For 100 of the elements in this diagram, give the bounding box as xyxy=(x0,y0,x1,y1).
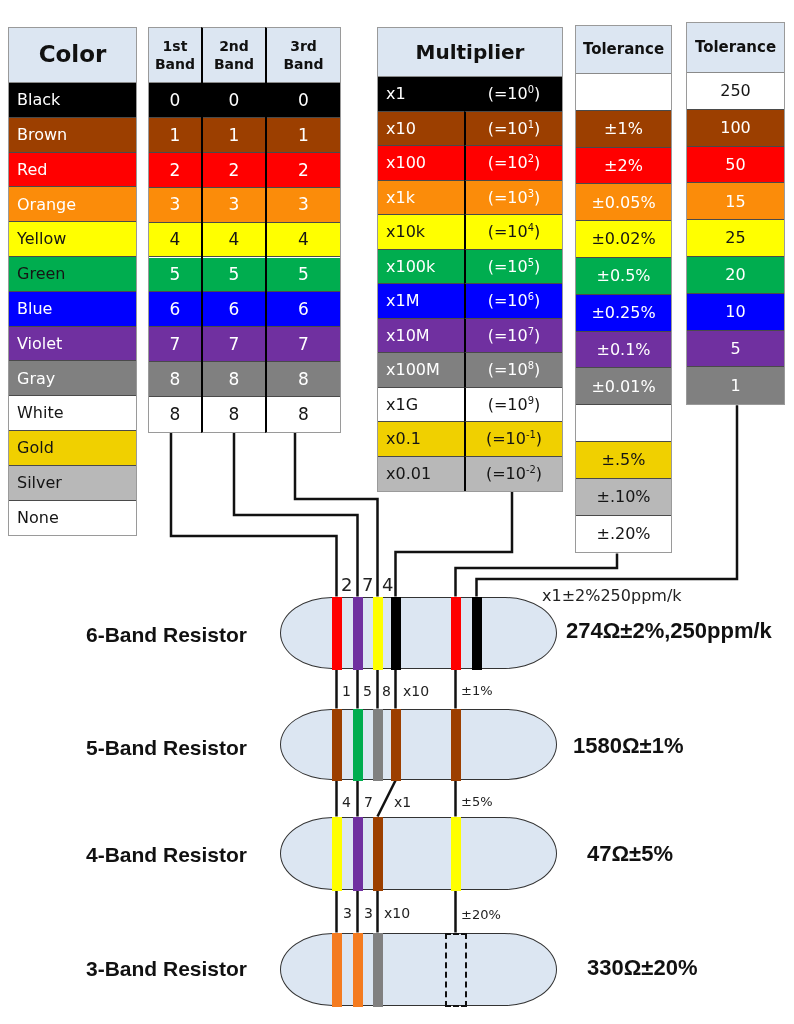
power-of-ten: (=10$^{3}$) xyxy=(487,187,541,207)
power-of-ten: (=10$^{7}$) xyxy=(487,325,541,345)
band-value-label: 3 xyxy=(363,905,374,921)
tolerance-value: 1 xyxy=(730,376,741,396)
empty-band-slot xyxy=(444,932,467,1007)
connector-line xyxy=(335,890,338,933)
column-header: Tolerance xyxy=(582,39,665,60)
digit-value: 5 xyxy=(169,264,181,285)
band-value-label: 3 xyxy=(342,905,353,921)
tolerance-value: ±.10% xyxy=(596,487,651,507)
column-header: Multiplier xyxy=(415,39,525,65)
tolerance-value: ±0.05% xyxy=(591,192,656,212)
multiplier-value: x10M xyxy=(386,325,430,345)
digit-value: 1 xyxy=(169,124,181,146)
tolerance-value: 250 xyxy=(720,81,751,101)
color-band xyxy=(372,708,383,781)
power-of-ten: (=10$^{4}$) xyxy=(487,222,541,242)
color-band xyxy=(352,596,363,670)
digit-value: 7 xyxy=(298,334,309,355)
color-band xyxy=(390,596,401,670)
resistor-name: 6-Band Resistor xyxy=(86,623,248,645)
multiplier-value: x1k xyxy=(386,187,415,207)
digit-value: 3 xyxy=(228,194,240,215)
digit-value: 8 xyxy=(228,404,240,425)
digit-value: 8 xyxy=(169,368,181,390)
connector-line xyxy=(454,890,457,933)
tolerance-value: 15 xyxy=(725,191,746,211)
digit-value: 2 xyxy=(298,159,309,180)
color-name: Red xyxy=(17,159,48,180)
color-band xyxy=(390,708,401,781)
color-name: Black xyxy=(17,90,61,110)
band-value-label: x10 xyxy=(383,905,412,921)
tolerance-value: 50 xyxy=(725,154,746,175)
color-band xyxy=(352,932,363,1007)
connector-line xyxy=(454,780,457,817)
digit-value: 3 xyxy=(298,194,309,215)
multiplier-value: x1 xyxy=(386,84,406,104)
band-value-label: 1 xyxy=(341,683,352,699)
digit-value: 7 xyxy=(169,334,181,355)
connector-line xyxy=(454,553,619,597)
tolerance-value: ±.20% xyxy=(596,524,651,544)
connector-line xyxy=(169,433,338,597)
band-value-label: x10 xyxy=(402,683,431,699)
connector-line xyxy=(454,669,457,709)
multiplier-value: x100M xyxy=(386,360,440,380)
connector-line xyxy=(356,780,359,817)
resistor-name: 4-Band Resistor xyxy=(86,843,248,865)
color-band xyxy=(352,816,363,891)
color-band xyxy=(331,708,342,781)
color-name: Orange xyxy=(17,194,77,214)
column-header: Color xyxy=(38,40,107,70)
digit-value: 8 xyxy=(298,368,309,390)
band-digit-column xyxy=(148,27,201,433)
multiplier-value: x1M xyxy=(386,291,420,311)
color-band xyxy=(331,596,342,670)
resistance-value: 330Ω±20% xyxy=(587,957,698,979)
band-value-label: 5 xyxy=(362,683,373,699)
digit-value: 6 xyxy=(228,299,240,320)
power-of-ten: (=10$^{2}$) xyxy=(487,153,541,173)
multiplier-value: x0.1 xyxy=(386,429,421,449)
digit-value: 1 xyxy=(228,124,240,146)
connector-line xyxy=(475,405,739,597)
digit-value: 8 xyxy=(228,368,240,390)
digit-value: 4 xyxy=(169,229,181,250)
tolerance-value: 20 xyxy=(725,265,746,285)
band-value-label: 7 xyxy=(363,794,374,810)
tolerance-column xyxy=(575,25,672,554)
color-band xyxy=(372,816,383,891)
multiplier-value: x10 xyxy=(386,118,416,138)
tolerance-value: ±0.1% xyxy=(596,339,651,360)
digit-value: 4 xyxy=(228,229,240,250)
multiplier-value: x10k xyxy=(386,222,426,242)
color-band xyxy=(450,708,461,781)
digit-value: 5 xyxy=(228,264,240,285)
digit-value: 7 xyxy=(228,334,240,355)
color-band xyxy=(471,596,482,670)
color-name: Gray xyxy=(17,368,56,388)
digit-value: 1 xyxy=(298,124,309,146)
tolerance-value: ±0.5% xyxy=(596,266,651,286)
resistor-name: 5-Band Resistor xyxy=(86,736,248,758)
resistance-value: 1580Ω±1% xyxy=(573,735,684,757)
power-of-ten: (=10$^{0}$) xyxy=(487,84,541,104)
column-header: Tolerance xyxy=(694,37,777,58)
resistance-value: 274Ω±2%,250ppm/k xyxy=(566,620,772,642)
digit-value: 5 xyxy=(298,264,309,285)
power-of-ten: (=10$^{-2}$) xyxy=(485,464,543,484)
column-header: 2nd Band xyxy=(212,36,256,74)
digit-value: 2 xyxy=(228,159,240,180)
tolerance-value: 5 xyxy=(730,338,741,359)
column-header: 3rd Band xyxy=(282,36,325,74)
digit-value: 8 xyxy=(169,404,181,425)
tolerance-value: 10 xyxy=(725,302,746,322)
power-of-ten: (=10$^{9}$) xyxy=(487,394,541,414)
band-value-label: x1 xyxy=(393,794,413,810)
color-band xyxy=(352,708,363,781)
color-name: Yellow xyxy=(17,229,67,249)
band-value-label: 8 xyxy=(381,683,392,699)
tolerance-value: ±1% xyxy=(604,119,643,139)
band-code-note: x1±2%250ppm/k xyxy=(541,587,683,605)
tolerance-column xyxy=(686,22,785,406)
